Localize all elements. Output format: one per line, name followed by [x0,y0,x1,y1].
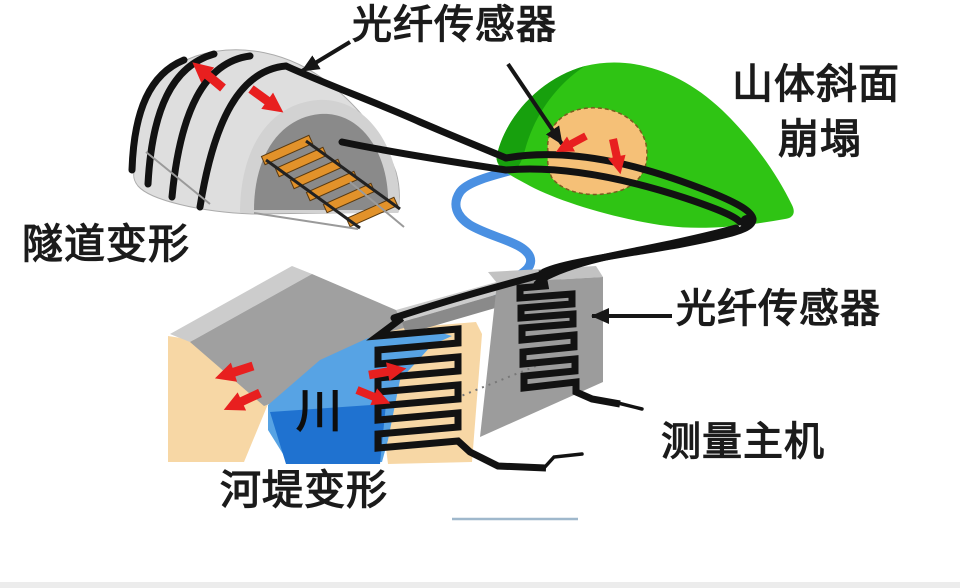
label-fiber-sensor-top: 光纤传感器 [352,3,557,47]
label-landslide-line1: 山体斜面 [732,61,900,107]
cable-tunnel-hill-upper [282,62,510,162]
sleeper [289,158,343,190]
cable-crest [390,268,556,322]
block-serpentine-fiber [516,269,621,408]
railway-track [260,134,401,230]
block-cable-tail [616,401,644,411]
rail [305,139,401,211]
ground-lines [145,151,405,230]
fiber-loop [144,50,218,188]
label-measurement-host: 测量主机 [661,420,825,464]
levee-slab-face [190,274,452,406]
label-embankment-deformation: 河堤变形 [220,467,388,513]
label-landslide-line2: 崩塌 [778,116,862,162]
bank-serpentine-fiber [366,315,547,472]
sleeper [260,134,314,166]
tunnel-fiber-loops [128,50,290,211]
label-fiber-sensor-right: 光纤传感器 [676,287,881,331]
cable-uturn-joint [740,215,754,229]
fiber-loop [128,56,188,174]
pointer-arrows [300,40,672,324]
fiber-cables [282,62,757,322]
fiber-loop [168,52,254,201]
ground-line [349,181,405,228]
block-dotted-edge [455,365,537,399]
fiber-loop [196,62,290,211]
label-tunnel-deformation: 隧道变形 [22,221,190,267]
cable-hill-out-upper [502,151,757,223]
bottom-edge-strip [0,582,960,588]
cable-hill-out-lower [502,165,744,226]
cable-tunnel-hill-lower [338,138,510,174]
sleeper [274,146,328,178]
sensor-block-face [480,277,603,437]
left-bank [168,336,268,462]
tunnel [128,49,405,230]
arrow-to-hill-fiber [506,62,564,146]
bank-cable-tail [542,452,584,470]
label-river-character: 川 [296,385,342,437]
channel-water-deep [270,404,386,464]
levee-slab-top [170,266,312,342]
ground-line [253,212,359,230]
arrow-to-tunnel-fiber [300,40,352,73]
hill-shadow [496,66,585,171]
ground-line [145,151,211,205]
sleeper [345,196,399,228]
rail [265,158,361,230]
